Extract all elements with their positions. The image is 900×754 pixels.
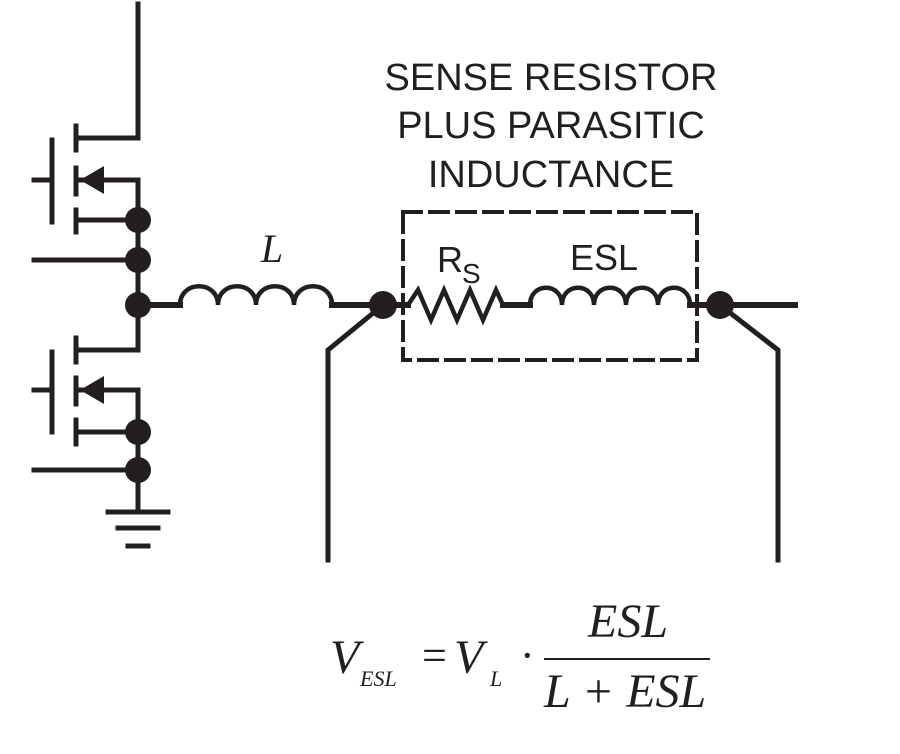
- formula-rhs-sub: L: [490, 666, 503, 691]
- resistor-label: R: [437, 239, 463, 280]
- junction-dot: [706, 291, 734, 319]
- inductor-label: L: [260, 226, 283, 271]
- fraction-bar: [544, 658, 710, 660]
- junction-dot: [125, 247, 151, 273]
- esl-voltage-formula: V ESL = V L · ESL L + ESL: [330, 595, 730, 726]
- formula-equals: =: [422, 631, 447, 680]
- right-sense-lead: [716, 301, 781, 563]
- esl-label: ESL: [570, 237, 638, 278]
- junction-dot: [125, 292, 151, 318]
- esl-inductor: [527, 285, 693, 308]
- formula-lhs-var: V: [330, 631, 360, 684]
- ground-icon: [105, 509, 171, 549]
- junction-dot: [125, 419, 151, 445]
- heading-line-1: SENSE RESISTOR: [385, 57, 718, 99]
- heading-line-3: INDUCTANCE: [428, 154, 674, 196]
- junction-dot: [125, 207, 151, 233]
- junction-dot: [125, 457, 151, 483]
- bottom-mosfet: [31, 335, 141, 447]
- formula-numerator: ESL: [588, 595, 669, 648]
- formula-dot: ·: [520, 631, 535, 680]
- top-mosfet: [31, 123, 141, 235]
- inductor-l: [177, 284, 335, 308]
- junction-dot: [369, 291, 397, 319]
- left-sense-lead: [325, 301, 387, 563]
- resistor-label-subscript: S: [462, 258, 481, 289]
- formula-rhs-var: V: [454, 631, 484, 684]
- heading-line-2: PLUS PARASITIC: [397, 105, 705, 147]
- parasitic-box: [401, 210, 699, 362]
- formula-lhs-sub: ESL: [360, 666, 397, 691]
- sense-resistor: [404, 284, 506, 326]
- formula-denominator: L + ESL: [544, 665, 707, 718]
